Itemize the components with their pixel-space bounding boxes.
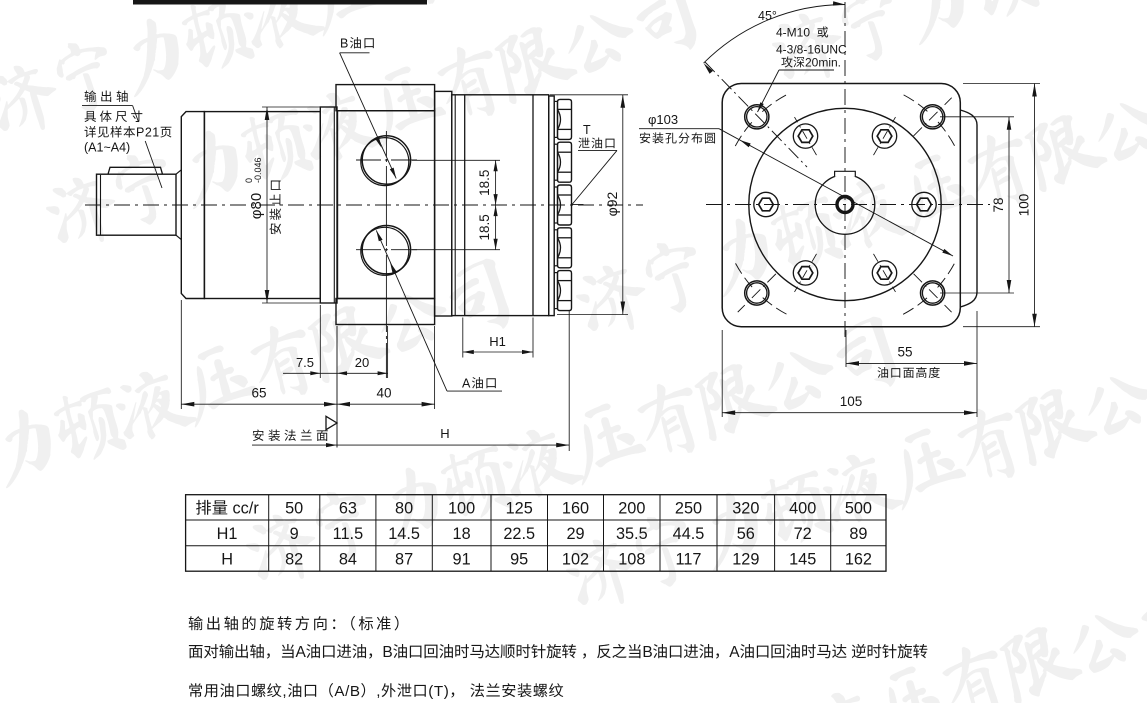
svg-text:11.5: 11.5	[333, 525, 363, 543]
svg-text:A油口: A油口	[462, 377, 498, 391]
svg-text:18.5: 18.5	[477, 170, 492, 196]
svg-text:72: 72	[794, 525, 812, 543]
svg-text:(A1~A4): (A1~A4)	[84, 141, 130, 155]
svg-text:常用油口螺纹,油口（A/B）,外泄口(T)， 法兰安装螺纹: 常用油口螺纹,油口（A/B）,外泄口(T)， 法兰安装螺纹	[188, 683, 564, 700]
svg-text:φ92: φ92	[604, 191, 620, 216]
svg-text:14.5: 14.5	[388, 525, 420, 543]
svg-text:安装法兰面: 安装法兰面	[252, 429, 332, 443]
svg-text:63: 63	[339, 499, 357, 517]
svg-text:18.5: 18.5	[477, 214, 492, 240]
svg-text:20: 20	[355, 355, 369, 370]
svg-text:-0.046: -0.046	[253, 157, 263, 183]
svg-text:18: 18	[453, 525, 471, 543]
svg-text:输出轴: 输出轴	[84, 90, 132, 104]
svg-text:泄油口: 泄油口	[578, 137, 617, 151]
svg-text:40: 40	[376, 386, 391, 401]
svg-text:400: 400	[789, 499, 816, 517]
svg-text:29: 29	[566, 525, 584, 543]
svg-text:安装孔分布圆: 安装孔分布圆	[639, 132, 717, 146]
svg-text:安装止口: 安装止口	[265, 177, 284, 235]
svg-text:100: 100	[1017, 194, 1032, 217]
svg-text:H1: H1	[489, 334, 506, 349]
svg-text:56: 56	[737, 525, 755, 543]
svg-text:320: 320	[732, 499, 759, 517]
svg-text:129: 129	[732, 551, 759, 569]
svg-text:84: 84	[339, 551, 357, 569]
svg-text:44.5: 44.5	[673, 525, 705, 543]
svg-text:0: 0	[244, 178, 254, 183]
svg-text:B油口: B油口	[340, 37, 376, 51]
svg-text:H: H	[440, 426, 449, 441]
svg-text:100: 100	[448, 499, 475, 517]
svg-text:详见样本P21页: 详见样本P21页	[84, 126, 173, 140]
svg-text:9: 9	[290, 525, 299, 543]
svg-text:22.5: 22.5	[503, 525, 535, 543]
svg-text:200: 200	[618, 499, 645, 517]
svg-text:250: 250	[675, 499, 702, 517]
svg-text:45°: 45°	[758, 9, 777, 23]
svg-text:面对输出轴，当A油口进油，B油口回油时马达顺时针旋转 ，反之: 面对输出轴，当A油口进油，B油口回油时马达顺时针旋转 ，反之当B油口进油，A油口…	[188, 643, 928, 661]
svg-text:输出轴的旋转方向：（标准）: 输出轴的旋转方向：（标准）	[188, 615, 412, 633]
svg-text:H: H	[221, 551, 233, 569]
svg-text:78: 78	[991, 197, 1006, 212]
svg-text:500: 500	[845, 499, 872, 517]
svg-text:φ103: φ103	[648, 112, 678, 127]
svg-text:65: 65	[251, 386, 266, 401]
svg-text:50: 50	[285, 499, 303, 517]
svg-text:7.5: 7.5	[296, 355, 314, 370]
svg-text:162: 162	[845, 551, 872, 569]
svg-text:108: 108	[618, 551, 645, 569]
svg-text:87: 87	[395, 551, 413, 569]
svg-text:H1: H1	[217, 525, 238, 543]
svg-text:4-3/8-16UNC: 4-3/8-16UNC	[776, 43, 847, 57]
svg-text:117: 117	[676, 551, 702, 569]
svg-text:95: 95	[510, 551, 528, 569]
svg-text:91: 91	[453, 551, 471, 569]
svg-text:油口面高度: 油口面高度	[877, 366, 941, 380]
svg-text:89: 89	[849, 525, 867, 543]
svg-text:4-M10 或: 4-M10 或	[776, 26, 829, 40]
svg-text:125: 125	[506, 499, 533, 517]
svg-text:T: T	[583, 123, 591, 137]
svg-text:35.5: 35.5	[616, 525, 648, 543]
svg-text:105: 105	[840, 394, 863, 409]
svg-text:102: 102	[562, 551, 589, 569]
svg-text:160: 160	[562, 499, 589, 517]
svg-text:φ80: φ80	[248, 193, 265, 219]
svg-text:145: 145	[789, 551, 816, 569]
svg-text:80: 80	[395, 499, 413, 517]
svg-text:具体尺寸: 具体尺寸	[84, 110, 146, 124]
svg-text:82: 82	[285, 551, 303, 569]
svg-text:攻深20min.: 攻深20min.	[781, 56, 841, 70]
svg-text:排量 cc/r: 排量 cc/r	[195, 499, 259, 517]
svg-text:55: 55	[897, 345, 912, 360]
